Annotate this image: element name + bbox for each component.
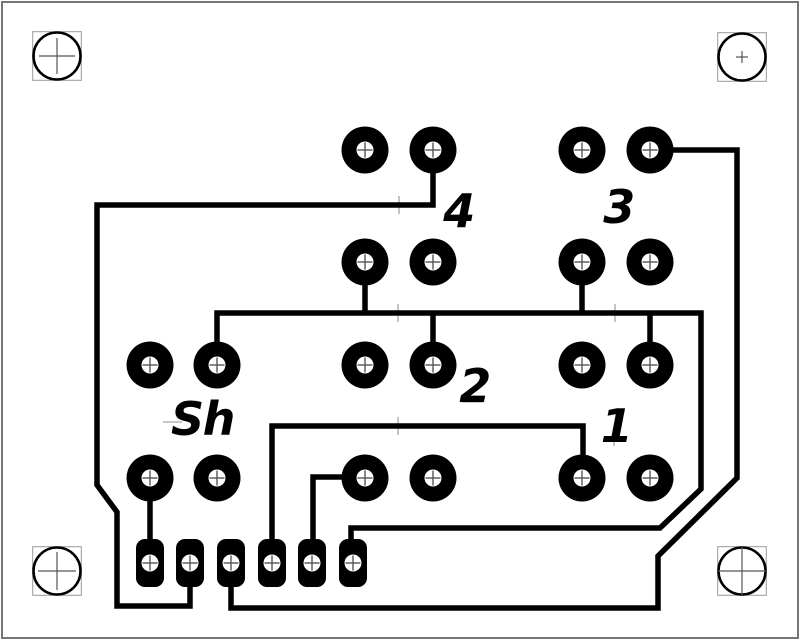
label-4: 4 <box>442 184 474 238</box>
trace-bus <box>214 310 704 563</box>
round-pad <box>558 454 606 502</box>
round-pad <box>558 341 606 389</box>
round-pad <box>626 238 674 286</box>
round-pad <box>341 126 389 174</box>
rect-pad <box>217 539 245 587</box>
fiducial-bottom-right <box>717 546 767 596</box>
round-pad <box>409 341 457 389</box>
trace-net-3 <box>228 147 740 611</box>
label-2: 2 <box>459 359 490 413</box>
fiducial-circle <box>32 31 82 81</box>
round-pad <box>126 341 174 389</box>
rect-pad <box>258 539 286 587</box>
round-pad <box>626 341 674 389</box>
fiducial-top-right <box>717 32 767 82</box>
round-pad <box>409 126 457 174</box>
rect-pad <box>136 539 164 587</box>
rect-pad <box>176 539 204 587</box>
round-pad <box>341 238 389 286</box>
trace-net-pad4 <box>269 423 586 563</box>
round-pad <box>558 238 606 286</box>
fiducial-circle <box>717 32 767 82</box>
round-pad <box>409 454 457 502</box>
round-pad <box>626 454 674 502</box>
round-pad <box>193 341 241 389</box>
round-pad <box>409 238 457 286</box>
round-pad <box>341 341 389 389</box>
round-pad <box>341 454 389 502</box>
fiducial-top-left <box>32 31 82 81</box>
label-3: 3 <box>603 180 634 234</box>
label-sh: Sh <box>171 392 234 446</box>
rect-pad <box>339 539 367 587</box>
round-pad <box>558 126 606 174</box>
round-pad <box>193 454 241 502</box>
round-pad <box>126 454 174 502</box>
round-pad <box>626 126 674 174</box>
fiducial-circle <box>32 546 82 596</box>
fiducial-bottom-left <box>32 546 82 596</box>
trace-net-4 <box>94 150 436 609</box>
rect-pad <box>298 539 326 587</box>
label-1: 1 <box>601 399 632 453</box>
